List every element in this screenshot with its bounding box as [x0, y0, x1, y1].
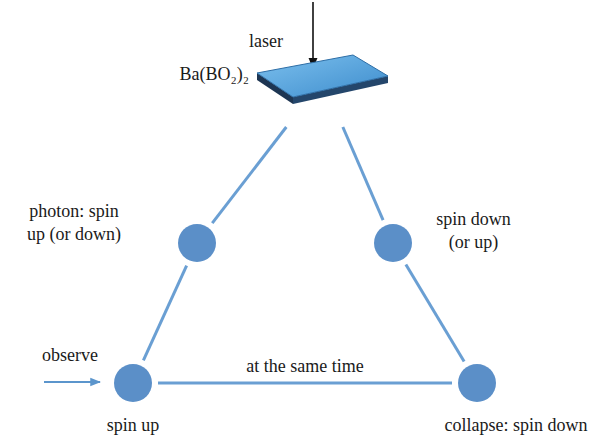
laser-arrow	[312, 2, 314, 68]
beam-line	[406, 264, 464, 361]
node-label: Ba(BO₂)₂	[179, 63, 249, 86]
laser-label: laser	[249, 30, 283, 53]
beam-line	[143, 266, 186, 361]
crystal-node: Ba(BO₂)₂	[257, 55, 388, 105]
circle-shape	[178, 224, 216, 262]
photon-circle: spin up	[114, 364, 152, 402]
photon-dot	[178, 224, 216, 262]
circle-shape	[458, 364, 496, 402]
beam-line	[158, 382, 452, 385]
observe-label: observe	[42, 344, 98, 367]
beam-line	[343, 127, 383, 220]
node-label: spin down (or up)	[426, 208, 521, 254]
photon-circle: spin down (or up)	[374, 224, 412, 262]
node-label: photon: spin up (or down)	[24, 200, 124, 246]
observe-arrow	[44, 381, 100, 383]
beam-line	[212, 127, 286, 223]
photon-circle: collapse: spin down	[458, 364, 496, 402]
photon-dot	[114, 364, 152, 402]
node-label: spin up	[73, 414, 193, 437]
photon-dot	[458, 364, 496, 402]
circle-shape	[374, 224, 412, 262]
crystal-shape	[257, 55, 388, 105]
photon-circle: photon: spin up (or down)	[178, 224, 216, 262]
circle-shape	[114, 364, 152, 402]
photon-dot	[374, 224, 412, 262]
crystal-top	[257, 55, 388, 97]
node-label: collapse: spin down	[426, 414, 606, 437]
edge-label: at the same time	[243, 355, 366, 377]
